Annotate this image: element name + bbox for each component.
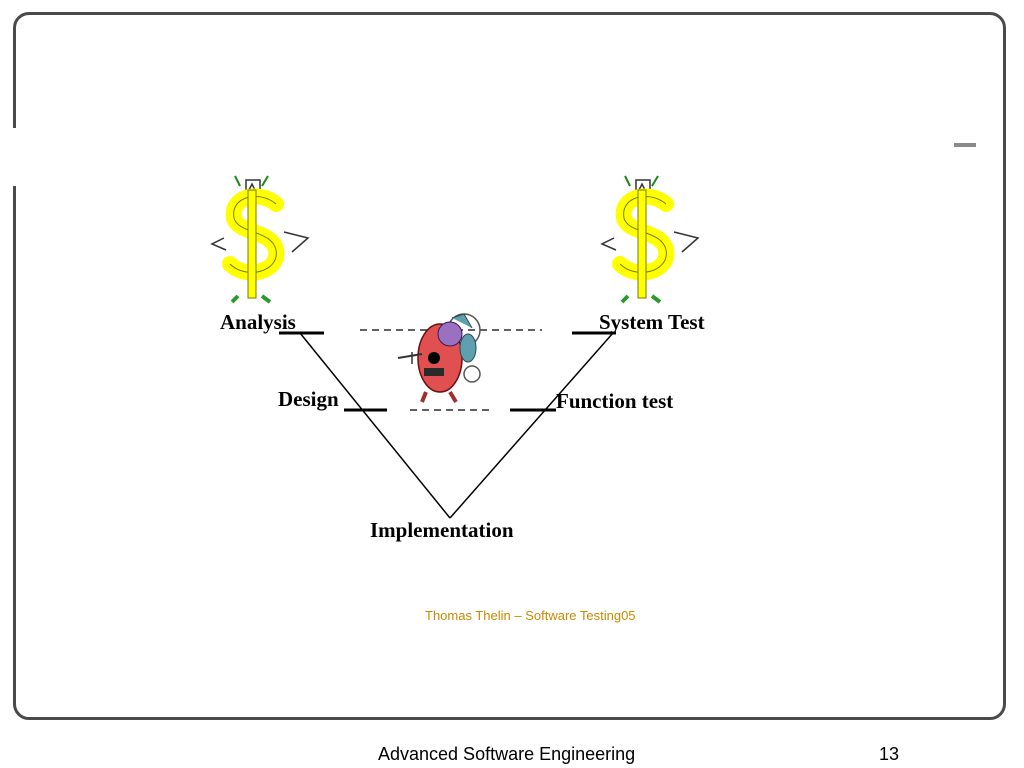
caption-text: Thomas Thelin – Software Testing05 <box>425 608 636 623</box>
v-left-line <box>299 332 451 519</box>
minus-mark <box>954 143 976 147</box>
label-system-test: System Test <box>599 310 705 334</box>
footer-course-title: Advanced Software Engineering <box>378 744 636 764</box>
footer-page-number: 13 <box>879 744 900 764</box>
slide-frame <box>13 12 1006 720</box>
label-analysis: Analysis <box>220 310 296 334</box>
label-design: Design <box>278 387 339 411</box>
frame-gap <box>8 128 22 186</box>
label-implementation: Implementation <box>370 518 514 542</box>
bug-tester-icon <box>397 313 481 404</box>
v-right-line <box>449 332 614 519</box>
label-function-test: Function test <box>556 389 673 413</box>
dollar-mascot-icon <box>600 175 700 304</box>
dollar-mascot-icon <box>210 175 310 304</box>
